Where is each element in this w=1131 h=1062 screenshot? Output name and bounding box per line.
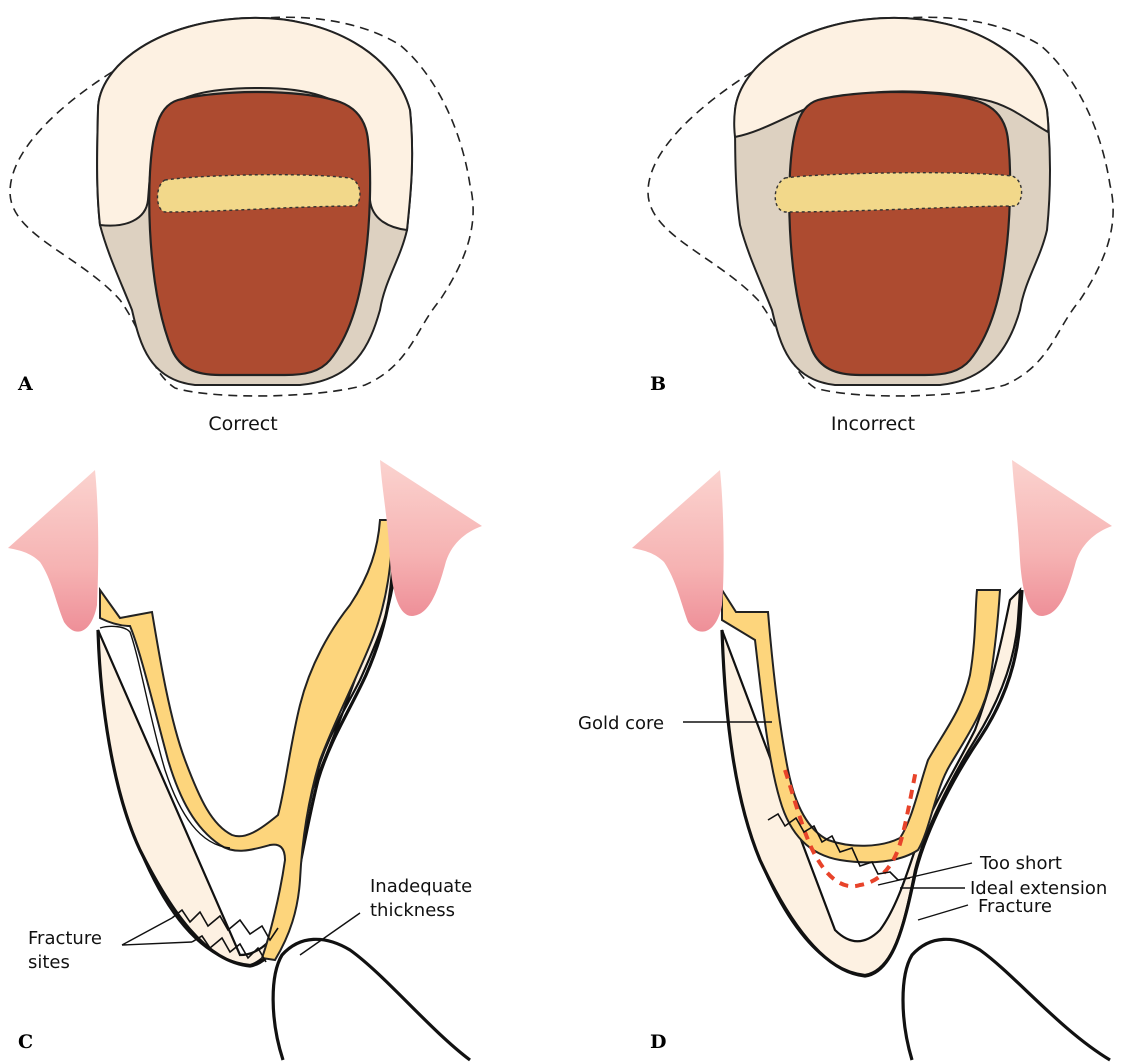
occlusal-band	[775, 173, 1021, 212]
panel-a: A Correct	[10, 17, 473, 435]
panel-d-letter: D	[650, 1031, 666, 1053]
label-inadequate-1: Inadequate	[370, 876, 472, 897]
panel-a-caption: Correct	[208, 413, 277, 435]
bone-crest	[273, 939, 470, 1060]
gum-right	[1012, 460, 1112, 616]
panel-d: Gold core Too short Ideal extension Frac…	[578, 460, 1112, 1060]
inadequate-thickness-leader	[300, 913, 360, 955]
label-fracture-sites-1: Fracture	[28, 928, 102, 949]
label-fracture-sites-2: sites	[28, 952, 70, 973]
gum-right	[380, 460, 482, 616]
panel-a-letter: A	[17, 373, 33, 395]
preparation	[789, 92, 1010, 375]
panel-b: B Incorrect	[648, 17, 1113, 435]
panel-b-letter: B	[650, 373, 666, 395]
gum-left	[8, 470, 98, 632]
bone-crest	[903, 939, 1110, 1060]
label-fracture: Fracture	[978, 896, 1052, 917]
label-too-short: Too short	[979, 853, 1062, 874]
panel-c: Fracture sites Inadequate thickness C	[8, 460, 482, 1060]
panel-b-caption: Incorrect	[831, 413, 915, 435]
label-gold-core: Gold core	[578, 713, 664, 734]
panel-c-letter: C	[18, 1031, 33, 1053]
preparation	[149, 92, 370, 375]
gum-left	[632, 470, 724, 632]
label-inadequate-2: thickness	[370, 900, 455, 921]
fracture-leader	[918, 905, 968, 920]
